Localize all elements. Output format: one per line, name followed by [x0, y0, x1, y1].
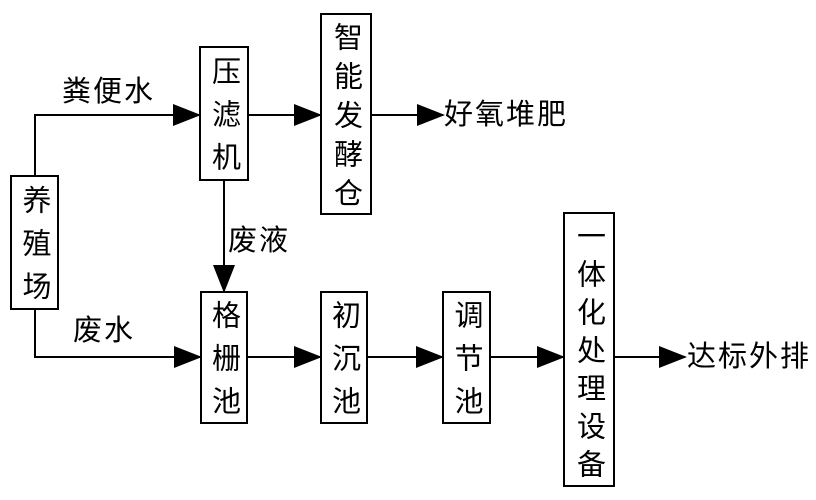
- node-fermentation-chamber-label: 智能发酵仓: [329, 21, 364, 217]
- node-farm: 养殖场: [10, 175, 59, 314]
- node-primary-sedimentation-pool-label: 初沉池: [327, 300, 362, 429]
- node-filter-press-label: 压滤机: [207, 56, 242, 185]
- node-primary-sedimentation-pool: 初沉池: [320, 291, 368, 429]
- label-fecal-water: 粪便水: [62, 74, 156, 108]
- node-regulating-pool: 调节池: [442, 291, 491, 429]
- node-fermentation-chamber: 智能发酵仓: [320, 13, 372, 217]
- node-farm-label: 养殖场: [18, 185, 52, 314]
- terminal-standard-discharge: 达标外排: [687, 339, 812, 373]
- node-grid-pool: 格栅池: [200, 291, 248, 429]
- node-integrated-treatment-equipment: 一体化处理设备: [563, 212, 615, 487]
- node-filter-press: 压滤机: [199, 46, 249, 185]
- arrow-farm-to-grid-pool: [34, 310, 202, 368]
- label-waste-liquid: 废液: [228, 223, 291, 257]
- label-waste-water: 废水: [73, 313, 136, 347]
- node-grid-pool-label: 格栅池: [207, 300, 242, 429]
- terminal-aerobic-composting: 好氧堆肥: [444, 97, 569, 131]
- node-regulating-pool-label: 调节池: [450, 300, 484, 429]
- node-integrated-treatment-equipment-label: 一体化处理设备: [572, 221, 607, 487]
- arrow-farm-to-filter-press: [34, 104, 201, 175]
